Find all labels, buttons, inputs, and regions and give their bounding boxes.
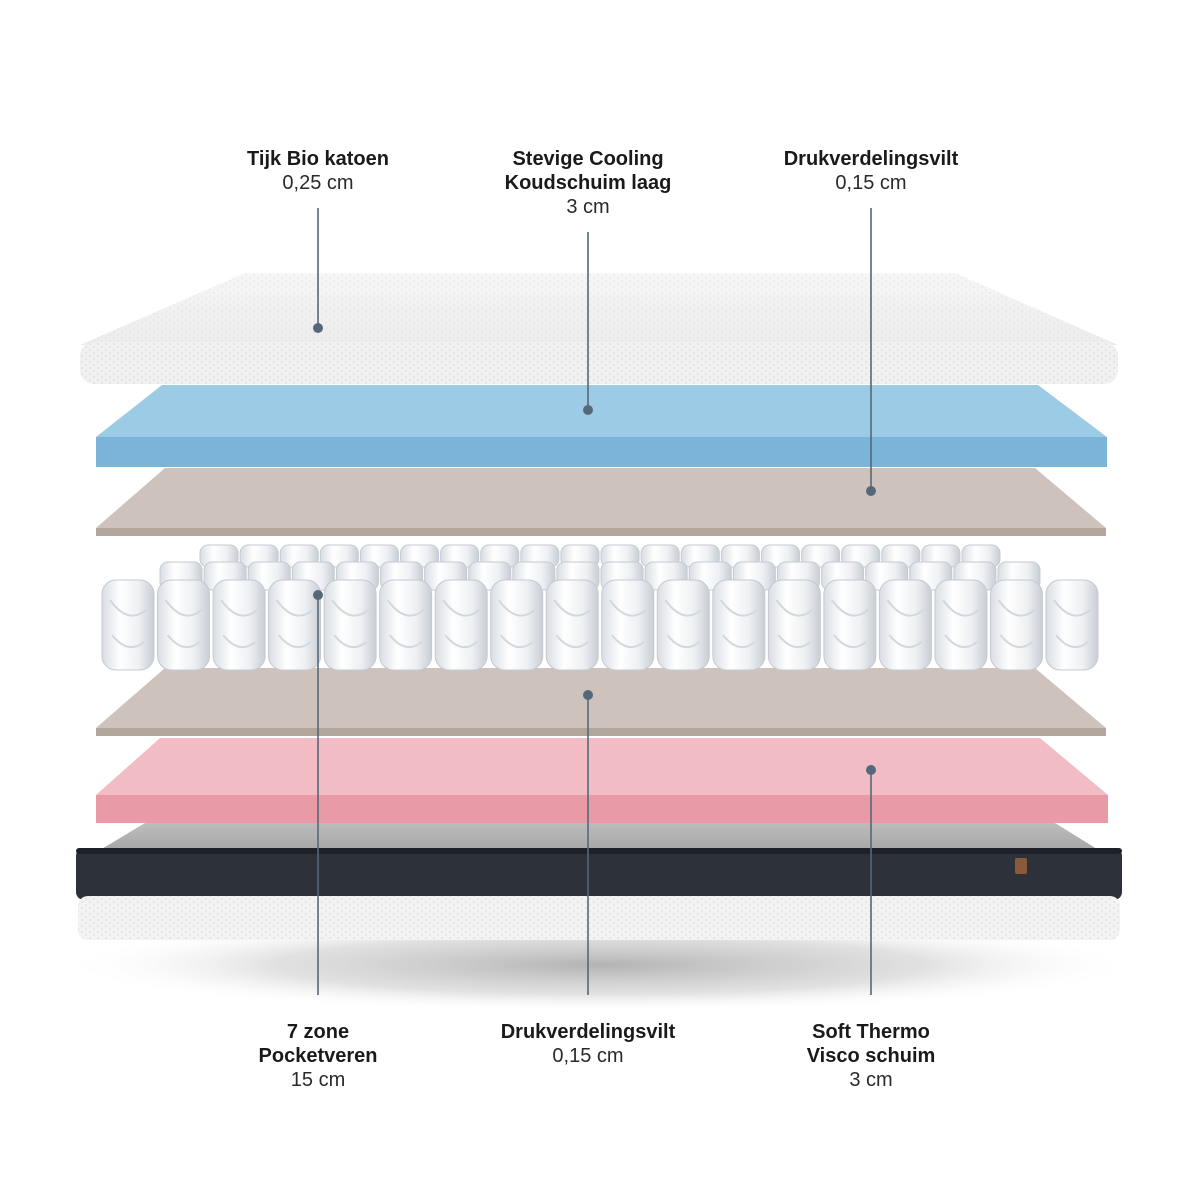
leader-dot-pocket-springs — [313, 590, 323, 600]
pocket-spring-fold — [553, 599, 591, 649]
pocket-spring — [323, 579, 377, 671]
pocket-spring — [823, 579, 877, 671]
leader-dot-felt-top — [866, 486, 876, 496]
pocket-spring-fold — [164, 599, 203, 649]
pocket-spring-fold — [1053, 599, 1091, 649]
label-felt-bottom: Drukverdelingsvilt 0,15 cm — [448, 1020, 728, 1068]
base-band — [76, 848, 1122, 900]
label-cooling-foam-title-1: Stevige Cooling — [512, 148, 664, 170]
label-cover-size: 0,25 cm — [282, 172, 354, 194]
label-visco-foam-title-2: Visco schuim — [806, 1045, 936, 1067]
pocket-spring — [157, 579, 211, 671]
pocket-spring-fold — [720, 599, 758, 649]
leader-dot-felt-bottom — [583, 690, 593, 700]
pocket-spring — [268, 579, 322, 671]
pocket-spring — [712, 579, 766, 671]
leader-dots — [313, 323, 876, 775]
label-felt-top-title: Drukverdelingsvilt — [783, 148, 959, 170]
visco-foam-layer — [96, 738, 1108, 823]
mattress-base — [76, 823, 1122, 940]
pocket-spring — [989, 579, 1043, 671]
label-felt-top-size: 0,15 cm — [835, 172, 907, 194]
pocket-spring-fold — [775, 599, 813, 649]
leader-lines — [317, 208, 872, 995]
label-pocket-springs-title-2: Pocketveren — [258, 1045, 378, 1067]
felt-layer-bottom — [96, 668, 1106, 736]
pocket-spring-fold — [497, 599, 536, 649]
pocket-spring-fold — [608, 599, 647, 649]
leader-dot-cover — [313, 323, 323, 333]
label-visco-foam: Soft Thermo Visco schuim 3 cm — [731, 1020, 1011, 1092]
pocket-spring — [1045, 579, 1099, 671]
pocket-spring — [379, 579, 433, 671]
pocket-spring — [101, 579, 155, 671]
label-cooling-foam-size: 3 cm — [566, 196, 610, 218]
pocket-spring — [767, 579, 821, 671]
pocket-spring-fold — [220, 599, 258, 649]
label-pocket-springs: 7 zone Pocketveren 15 cm — [178, 1020, 458, 1092]
pocket-spring — [601, 579, 655, 671]
pocket-spring-fold — [831, 599, 869, 649]
pocket-spring-fold — [664, 599, 702, 649]
pocket-spring — [490, 579, 544, 671]
label-felt-bottom-title: Drukverdelingsvilt — [500, 1021, 676, 1043]
pocket-springs-layer — [101, 544, 1099, 671]
pocket-spring-fold — [442, 599, 480, 649]
pocket-spring-fold — [997, 599, 1036, 649]
label-cover-title: Tijk Bio katoen — [247, 148, 389, 170]
label-pocket-springs-size: 15 cm — [290, 1069, 346, 1091]
pocket-spring — [934, 579, 988, 671]
cover-layer — [80, 273, 1118, 384]
pocket-spring — [656, 579, 710, 671]
label-cover: Tijk Bio katoen 0,25 cm — [178, 147, 458, 195]
label-visco-foam-size: 3 cm — [849, 1069, 893, 1091]
zipper-tab — [1015, 858, 1027, 874]
pocket-spring — [545, 579, 599, 671]
label-felt-top: Drukverdelingsvilt 0,15 cm — [731, 147, 1011, 195]
felt-layer-top — [96, 468, 1106, 536]
label-cooling-foam-title-2: Koudschuim laag — [504, 172, 672, 194]
label-felt-bottom-size: 0,15 cm — [552, 1045, 624, 1067]
label-cooling-foam: Stevige Cooling Koudschuim laag 3 cm — [448, 147, 728, 219]
pocket-spring-fold — [886, 599, 925, 649]
pocket-spring — [434, 579, 488, 671]
label-visco-foam-title-1: Soft Thermo — [812, 1021, 930, 1043]
ground-shadow — [60, 917, 1140, 1013]
pocket-spring-fold — [386, 599, 425, 649]
pocket-spring-fold — [275, 599, 314, 649]
pocket-spring-fold — [109, 599, 147, 649]
pocket-spring — [878, 579, 932, 671]
pocket-spring-fold — [942, 599, 980, 649]
label-pocket-springs-title-1: 7 zone — [286, 1021, 350, 1043]
leader-dot-visco-foam — [866, 765, 876, 775]
pocket-spring — [212, 579, 266, 671]
leader-dot-cooling-foam — [583, 405, 593, 415]
cooling-foam-layer — [96, 385, 1107, 467]
pocket-spring-fold — [331, 599, 369, 649]
